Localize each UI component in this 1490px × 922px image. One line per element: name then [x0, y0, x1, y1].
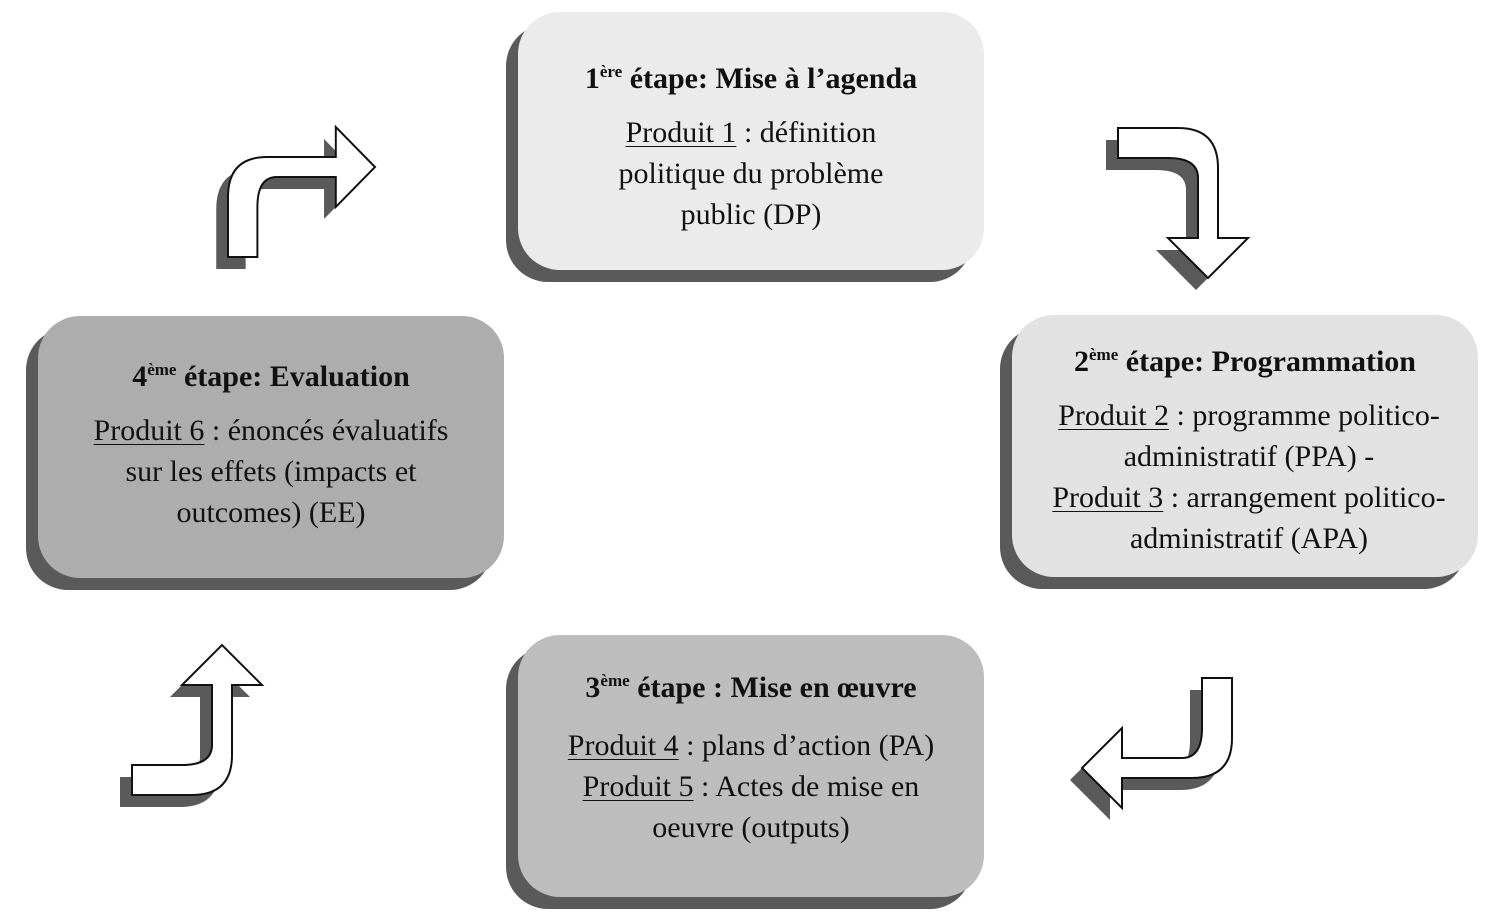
step-1-box: 1ère étape: Mise à l’agenda Produit 1 : …	[518, 12, 984, 270]
product-4-label: Produit 4	[567, 729, 679, 762]
product-3-label: Produit 3	[1052, 481, 1164, 514]
product-5-label: Produit 5	[582, 770, 694, 803]
step-3-box: 3ème étape : Mise en œuvre Produit 4 : p…	[518, 635, 984, 897]
step-4-product-text: Produit 6 : énoncés évaluatifs sur les e…	[93, 414, 449, 529]
step-2-product-text: Produit 2 : programme politico-administr…	[1052, 399, 1446, 555]
step-4-box: 4ème étape: Evaluation Produit 6 : énonc…	[38, 316, 504, 578]
curved-arrow-up-icon	[120, 644, 263, 807]
step-3-product-text: Produit 4 : plans d’action (PA)Produit 5…	[567, 729, 935, 844]
step-2-title: 2ème étape: Programmation	[1074, 345, 1416, 378]
product-2-label: Produit 2	[1058, 399, 1170, 432]
product-6-label: Produit 6	[93, 414, 205, 447]
step-2-box: 2ème étape: Programmation Produit 2 : pr…	[1012, 315, 1478, 577]
curved-arrow-right-icon	[216, 126, 376, 269]
step-1-title: 1ère étape: Mise à l’agenda	[584, 62, 918, 95]
step-4-title: 4ème étape: Evaluation	[132, 360, 410, 393]
curved-arrow-left-icon	[1070, 677, 1233, 820]
step-1-product-text: Produit 1 : définition politique du prob…	[618, 116, 884, 231]
curved-arrow-down-icon	[1106, 127, 1249, 290]
step-3-title: 3ème étape : Mise en œuvre	[585, 671, 917, 704]
product-1-label: Produit 1	[625, 116, 737, 149]
